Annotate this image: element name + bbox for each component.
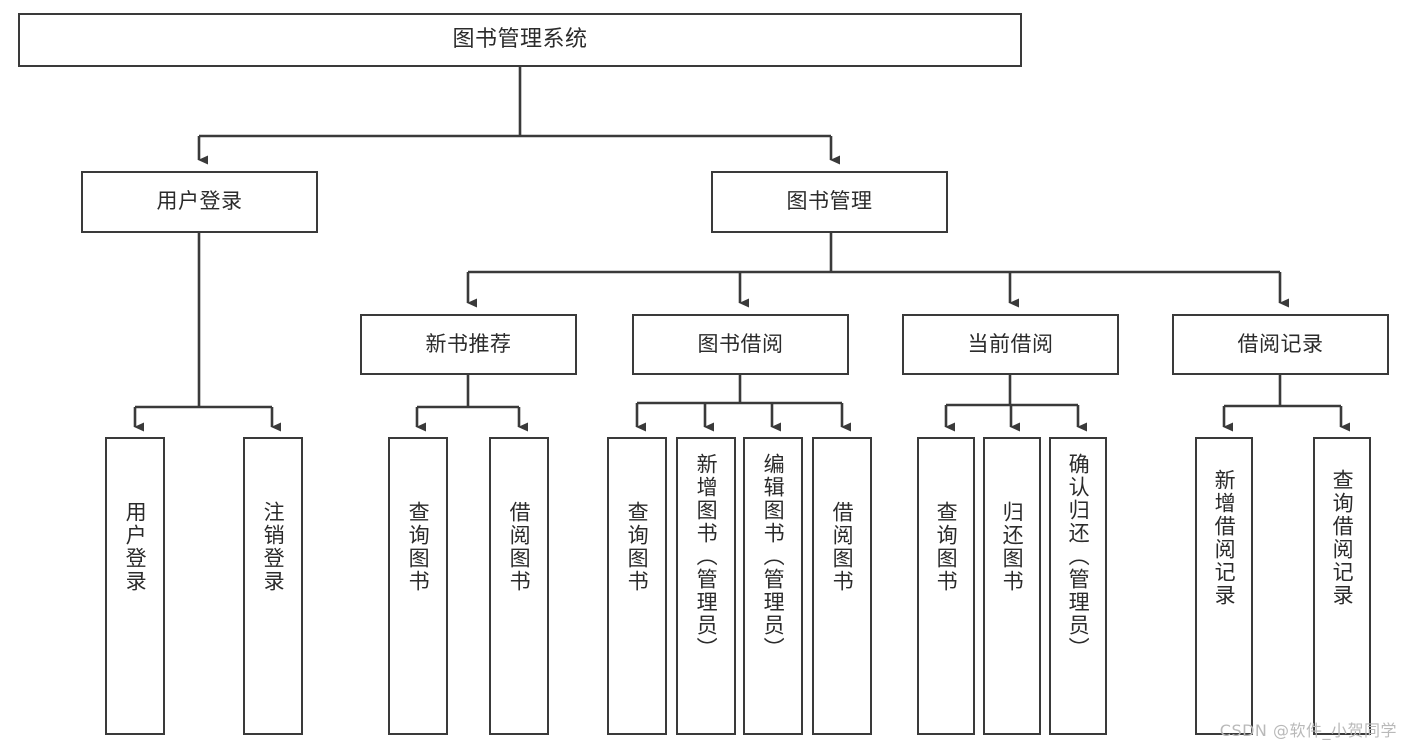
node-new-book-recommend[interactable]: 新书推荐 <box>360 314 577 375</box>
node-root-system[interactable]: 图书管理系统 <box>18 13 1022 67</box>
node-leaf-query-book-3[interactable]: 查询图书 <box>917 437 975 735</box>
node-label: 归还图书 <box>1000 501 1025 593</box>
watermark-text: CSDN @软件_小贺同学 <box>1219 721 1397 740</box>
node-current-borrow[interactable]: 当前借阅 <box>902 314 1119 375</box>
node-label: 新增借阅记录 <box>1212 469 1237 607</box>
node-leaf-query-book-2[interactable]: 查询图书 <box>607 437 667 735</box>
node-label: 编辑图书（管理员） <box>761 453 786 660</box>
node-label: 用户登录 <box>156 189 243 214</box>
node-label: 查询图书 <box>625 501 650 593</box>
node-leaf-add-record[interactable]: 新增借阅记录 <box>1195 437 1253 735</box>
node-user-login[interactable]: 用户登录 <box>81 171 318 233</box>
node-label: 新书推荐 <box>425 331 512 356</box>
node-leaf-query-book-1[interactable]: 查询图书 <box>388 437 448 735</box>
node-label: 查询借阅记录 <box>1330 469 1355 607</box>
node-leaf-borrow-book-1[interactable]: 借阅图书 <box>489 437 549 735</box>
node-label: 图书管理系统 <box>452 26 588 52</box>
node-leaf-return-book[interactable]: 归还图书 <box>983 437 1041 735</box>
node-label: 图书借阅 <box>697 331 784 356</box>
node-label: 查询图书 <box>934 501 959 593</box>
node-label: 借阅图书 <box>507 501 532 593</box>
node-label: 当前借阅 <box>967 331 1054 356</box>
node-label: 图书管理 <box>786 189 873 214</box>
node-borrow-record[interactable]: 借阅记录 <box>1172 314 1389 375</box>
node-book-management[interactable]: 图书管理 <box>711 171 948 233</box>
node-leaf-logout[interactable]: 注销登录 <box>243 437 303 735</box>
node-label: 用户登录 <box>123 501 148 593</box>
node-label: 注销登录 <box>261 501 286 593</box>
node-label: 确认归还（管理员） <box>1066 453 1091 660</box>
node-label: 借阅图书 <box>830 501 855 593</box>
node-book-borrow[interactable]: 图书借阅 <box>632 314 849 375</box>
node-label: 新增图书（管理员） <box>694 453 719 660</box>
node-leaf-confirm-return[interactable]: 确认归还（管理员） <box>1049 437 1107 735</box>
node-label: 借阅记录 <box>1237 331 1324 356</box>
node-leaf-add-book[interactable]: 新增图书（管理员） <box>676 437 736 735</box>
node-label: 查询图书 <box>406 501 431 593</box>
node-leaf-query-record[interactable]: 查询借阅记录 <box>1313 437 1371 735</box>
node-leaf-borrow-book-2[interactable]: 借阅图书 <box>812 437 872 735</box>
node-leaf-user-login[interactable]: 用户登录 <box>105 437 165 735</box>
node-leaf-edit-book[interactable]: 编辑图书（管理员） <box>743 437 803 735</box>
